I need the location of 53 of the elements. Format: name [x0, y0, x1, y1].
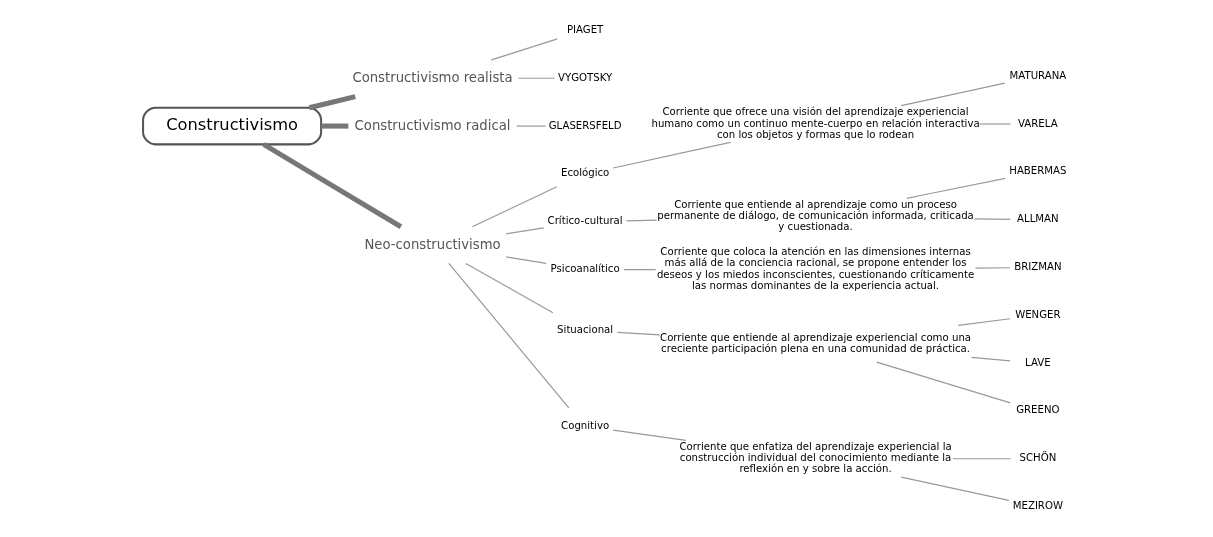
connector: [517, 77, 555, 79]
connector: [951, 458, 1011, 460]
node-text: Corriente que ofrece una visión del aprendizaje experiencial humano como un continuo mente-cuerpo en relación interactiva con los objetos y formas que lo rodean: [650, 106, 980, 140]
node-text: GREENO: [1015, 404, 1060, 416]
connector: [447, 262, 569, 409]
connector: [970, 356, 1011, 362]
connector: [612, 141, 731, 169]
node-text: ALLMAN: [1016, 213, 1059, 225]
node-text: VARELA: [1017, 117, 1058, 129]
node-text: PIAGET: [566, 23, 603, 35]
connector: [612, 429, 687, 442]
node-text: Crítico-cultural: [547, 215, 623, 227]
connector: [616, 331, 660, 336]
connector: [308, 94, 356, 111]
connector: [505, 256, 547, 264]
node-text: Psicoanalítico: [550, 263, 620, 275]
node-text: Ecológico: [560, 167, 609, 179]
connector: [973, 218, 1011, 220]
connector: [320, 123, 348, 129]
connector: [622, 268, 656, 271]
connector: [261, 142, 402, 229]
node-text: Corriente que coloca la atención en las dimensiones internas más allá de la conciencia racional, se propone entender los deseos y los miedos inconscientes, cuestionando críticamente las normas dominantes de la experiencia actual.: [656, 246, 974, 291]
node-text: HABERMAS: [1008, 165, 1066, 177]
node-text: Situacional: [556, 324, 613, 336]
connector: [900, 476, 1009, 502]
node-text: SCHÖN: [1018, 452, 1056, 464]
node-box: Constructivismo: [141, 106, 322, 146]
node-text: Constructivismo radical: [354, 117, 510, 133]
connector: [625, 219, 657, 222]
connector: [957, 318, 1011, 327]
node-text: BRIZMAN: [1013, 261, 1062, 273]
node-text: LAVE: [1024, 356, 1051, 368]
connector: [905, 177, 1006, 199]
connector: [875, 361, 1011, 404]
connector: [974, 267, 1010, 269]
node-text: MATURANA: [1009, 69, 1066, 81]
node-text: Cognitivo: [560, 419, 609, 431]
node-text: Corriente que entiende al aprendizaje experiencial como una creciente participación plena en una comunidad de práctica.: [659, 331, 971, 354]
node-text: Corriente que entiende al aprendizaje como un proceso permanente de diálogo, de comunicación informada, criticada y cuestionada.: [656, 198, 974, 233]
node-text: Constructivismo realista: [351, 69, 513, 85]
connector: [900, 82, 1005, 107]
node-text: Neo-constructivismo: [363, 236, 501, 252]
node-text: GLASERSFELD: [548, 119, 622, 131]
connector: [978, 123, 1011, 125]
connector: [505, 227, 544, 235]
connector: [464, 262, 553, 314]
connector: [490, 38, 558, 61]
node-text: VYGOTSKY: [557, 71, 612, 83]
connector: [515, 125, 546, 127]
connector: [471, 186, 557, 228]
node-text: Corriente que enfatiza del aprendizaje experiencial la construcción individual del conocimiento mediante la reflexión en y sobre la acción.: [678, 441, 952, 475]
node-text: MEZIROW: [1012, 500, 1063, 512]
node-text: WENGER: [1014, 308, 1061, 320]
